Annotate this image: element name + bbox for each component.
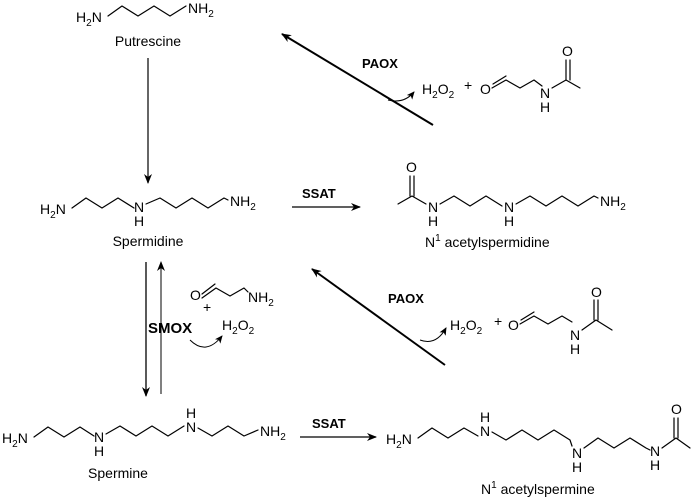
spermine-n1: N <box>94 429 104 445</box>
acetylspermine-acetyl <box>661 437 691 449</box>
ssat-spermine-label: SSAT <box>312 416 346 431</box>
spermine-h2n: H2N <box>2 430 28 450</box>
aldehyde-double-bond-top <box>492 75 507 85</box>
carbonyl-oxygen-middle: O <box>591 284 602 300</box>
acetamidopropanal-chain-middle <box>519 315 573 325</box>
smox-products: O NH2 + H2O2 <box>190 283 274 337</box>
paox-top-byproduct-arrow <box>387 91 415 102</box>
paox-top-products: H2O2 + O N H O <box>422 43 581 115</box>
acetylspermine-h2n: H2N <box>386 431 412 451</box>
hydrogen-top-amide: H <box>540 99 550 115</box>
acetylspermine-chain-3 <box>583 437 651 451</box>
n1-acetylspermine-label: N1 acetylspermine <box>481 480 595 497</box>
smox-plus: + <box>203 299 211 315</box>
acetylspermine-n2-h: H <box>572 459 582 475</box>
acetyl-chain-middle <box>581 319 613 331</box>
spermidine-chain-right <box>145 197 229 209</box>
spermine-chain-2 <box>105 425 185 437</box>
acetylspermidine-acetyl <box>397 195 427 205</box>
spermidine-structure: H2N N H NH2 Spermidine <box>40 193 256 249</box>
putrescine-nh2: NH2 <box>188 0 214 20</box>
spermine-label: Spermine <box>88 465 148 481</box>
ssat-spermidine-label: SSAT <box>302 186 336 201</box>
carbonyl-oxygen-top: O <box>562 43 573 59</box>
spermine-structure: H2N N H H N NH2 Spermine <box>2 405 286 481</box>
smox-h2o2: H2O2 <box>222 317 255 337</box>
acetylspermidine-n1-h: H <box>428 213 438 229</box>
acetylspermine-oxygen: O <box>671 401 682 417</box>
n1-acetylspermidine-label: N1 acetylspermidine <box>425 233 550 250</box>
spermidine-label: Spermidine <box>113 233 184 249</box>
paox-top-arrow <box>281 33 434 126</box>
nitrogen-middle-amide: N <box>570 327 580 343</box>
spermine-n2: N <box>186 419 196 435</box>
paox-top-label: PAOX <box>362 56 398 71</box>
putrescine-label: Putrescine <box>115 33 181 49</box>
paox-middle-byproduct-arrow <box>419 327 447 342</box>
h2o2-middle: H2O2 <box>450 317 483 337</box>
acetamidopropanal-chain-top <box>491 79 543 89</box>
putrescine-structure: H2N NH2 Putrescine <box>76 0 214 49</box>
oxygen-top-aldehyde: O <box>480 81 491 97</box>
acetylspermine-chain-2 <box>491 429 573 447</box>
spermine-chain-3 <box>197 425 259 437</box>
paox-middle-products: H2O2 + O N H O <box>450 284 613 357</box>
acetylspermine-n3-h: H <box>650 457 660 473</box>
paox-middle-label: PAOX <box>388 291 424 306</box>
acetylspermine-n3: N <box>650 443 660 459</box>
acetylspermine-chain-1 <box>417 427 479 439</box>
spermidine-nh2: NH2 <box>230 193 256 213</box>
aldehyde-double-bond-middle <box>520 311 535 321</box>
spermidine-n: N <box>134 199 144 215</box>
smox-label: SMOX <box>148 320 192 337</box>
putrescine-h2n: H2N <box>76 9 102 29</box>
acetylspermine-n2: N <box>572 445 582 461</box>
smox-aldehyde-double-1 <box>201 283 216 295</box>
acetylspermidine-nh2: NH2 <box>600 193 626 213</box>
paox-middle-arrow <box>311 268 446 366</box>
h2o2-top: H2O2 <box>422 81 455 101</box>
acetylspermidine-n-h: H <box>504 213 514 229</box>
acetylspermine-n1-h: H <box>480 409 490 425</box>
spermidine-h2n: H2N <box>40 201 66 221</box>
n1-acetylspermidine-structure: O N H N H NH2 N1 acetylspermidine <box>397 159 626 250</box>
spermine-n2-h: H <box>186 405 196 421</box>
plus-middle: + <box>494 313 502 329</box>
smox-aminopropanal-chain <box>201 287 249 299</box>
acetylspermidine-n: N <box>504 199 514 215</box>
nitrogen-top-amide: N <box>540 85 550 101</box>
smox-aldehyde-oxygen: O <box>190 287 201 303</box>
spermine-chain-1 <box>33 426 95 438</box>
plus-top: + <box>464 77 472 93</box>
acetylspermidine-chain-mid <box>439 195 503 207</box>
smox-nh2: NH2 <box>248 289 274 309</box>
acetylspermine-n1: N <box>480 423 490 439</box>
acetyl-chain-top <box>551 79 581 89</box>
putrescine-chain <box>107 5 187 17</box>
spermine-nh2: NH2 <box>260 423 286 443</box>
spermidine-nh-h: H <box>134 213 144 229</box>
acetylspermidine-n1: N <box>428 199 438 215</box>
oxygen-middle-aldehyde: O <box>508 317 519 333</box>
smox-byproduct-arrow <box>189 335 223 348</box>
n1-acetylspermine-structure: H2N H N N H N H O N1 acetylspermine <box>386 401 691 497</box>
acetylspermidine-oxygen: O <box>406 159 417 175</box>
spermidine-chain-left <box>71 197 135 209</box>
acetylspermidine-chain-right <box>515 195 599 207</box>
hydrogen-middle-amide: H <box>570 341 580 357</box>
spermine-n1-h: H <box>94 443 104 459</box>
